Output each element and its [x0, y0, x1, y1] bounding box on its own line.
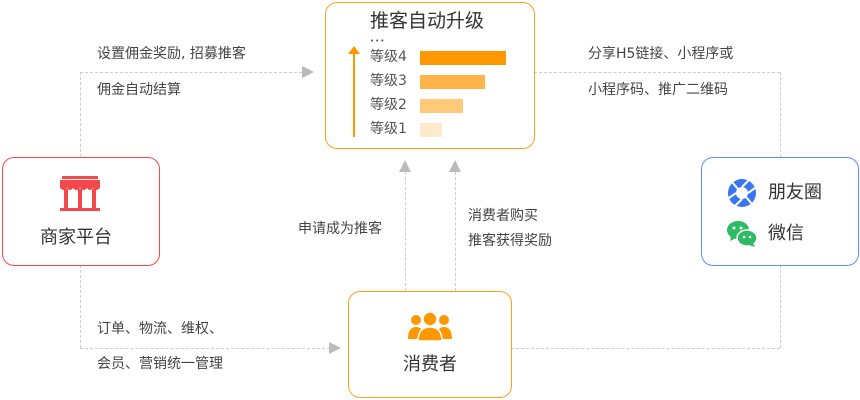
wechat-icon	[727, 221, 758, 247]
connector-merchant-bottom	[80, 348, 330, 349]
storefront-icon	[60, 176, 100, 211]
edge-label: 订单、物流、维权、	[97, 321, 223, 337]
edge-label: 会员、营销统一管理	[97, 356, 223, 372]
moments-label: 朋友圈	[768, 182, 822, 203]
level-bar	[420, 99, 463, 113]
edge-label: 小程序码、推广二维码	[588, 82, 728, 98]
edge-label: 推客获得奖励	[468, 233, 552, 249]
connector-social-up	[780, 72, 781, 157]
connector-merchant-down	[80, 265, 81, 348]
consumer-label: 消费者	[403, 354, 457, 375]
level-bar	[420, 75, 485, 89]
connector-buy	[455, 172, 456, 291]
connector-social-down	[780, 265, 781, 348]
arrow-up-icon	[399, 160, 411, 172]
connector-social-top	[534, 72, 780, 73]
edge-label: 佣金自动结算	[97, 82, 181, 98]
edge-label: 申请成为推客	[298, 221, 382, 237]
edge-label: 消费者购买	[468, 208, 538, 224]
box-title: 推客自动升级	[370, 10, 485, 32]
level-bar	[420, 123, 442, 137]
merchant-platform-box	[2, 157, 160, 266]
consumer-box	[348, 291, 512, 398]
edge-label: 分享H5链接、小程序或	[588, 46, 734, 62]
wechat-label: 微信	[768, 223, 804, 244]
level-label: 等级3	[370, 73, 407, 89]
merchant-label: 商家平台	[40, 227, 112, 248]
upgrade-arrow-line	[353, 54, 355, 137]
level-label: 等级2	[370, 97, 407, 113]
level-bar	[420, 51, 506, 65]
moments-icon	[728, 179, 756, 207]
arrow-right-icon	[302, 66, 314, 78]
connector-merchant-top	[80, 72, 302, 73]
arrow-up-icon	[449, 160, 461, 172]
users-icon	[408, 311, 452, 341]
connector-social-bottom	[511, 348, 780, 349]
level-label: 等级1	[370, 121, 407, 137]
upgrade-arrow-icon	[348, 46, 360, 54]
arrow-right-icon	[329, 342, 341, 354]
social-channels-box	[701, 157, 859, 266]
edge-label: 设置佣金奖励, 招募推客	[97, 46, 246, 62]
connector-merchant-up	[80, 72, 81, 157]
level-label: 等级4	[370, 49, 407, 65]
connector-apply	[405, 172, 406, 291]
ellipsis: •••	[370, 37, 386, 45]
